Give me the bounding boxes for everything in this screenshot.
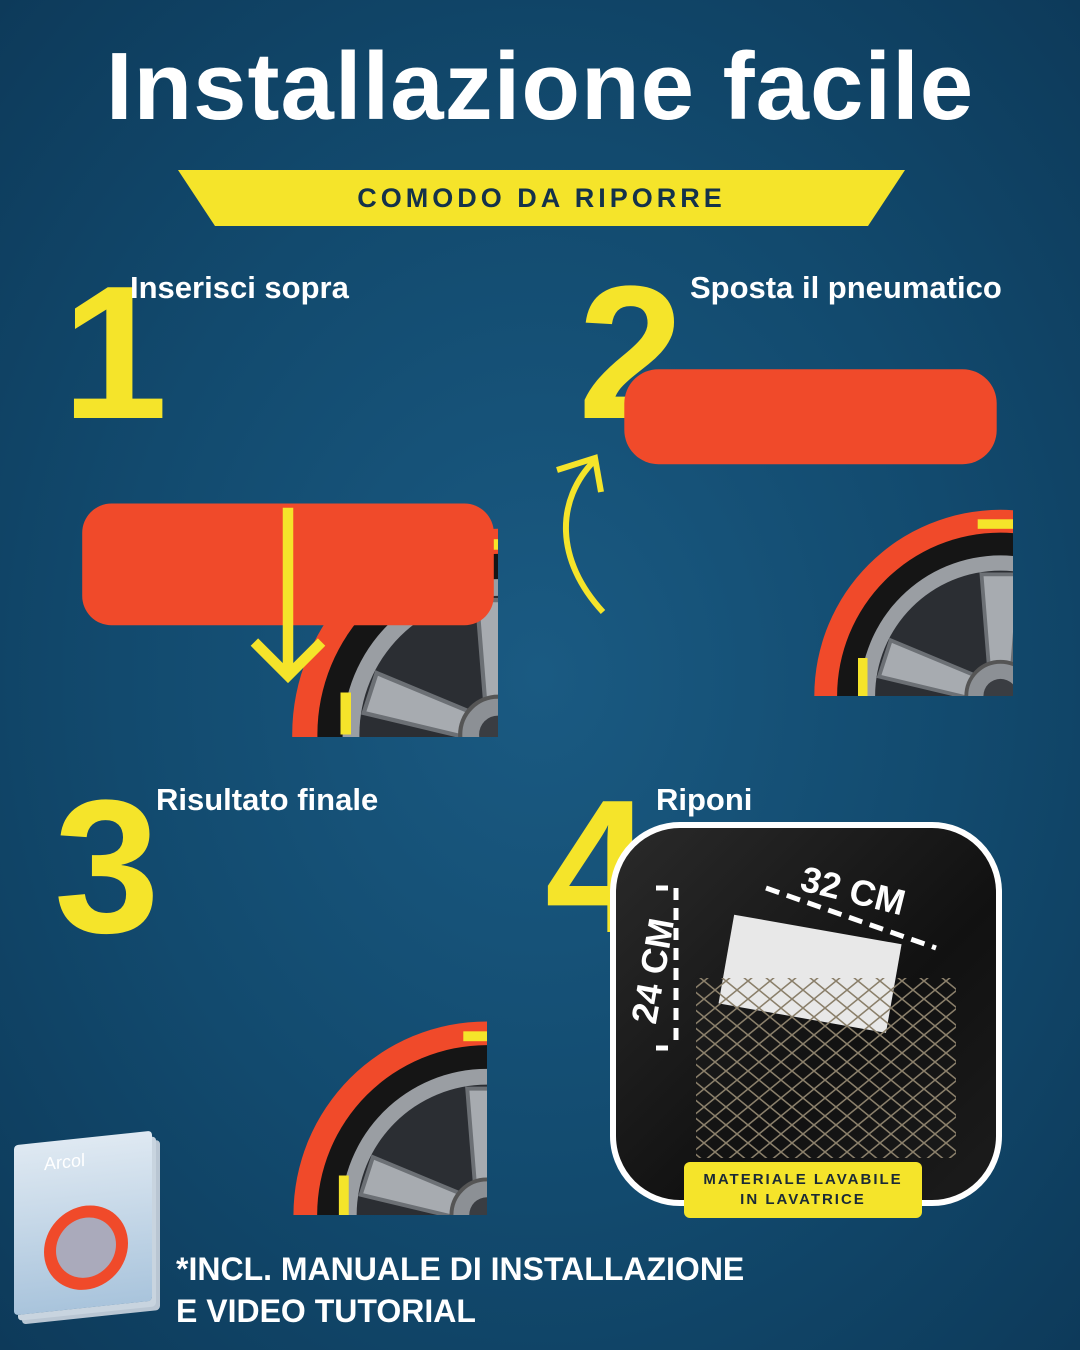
banner: COMODO DA RIPORRE bbox=[178, 170, 905, 226]
footer-note: *INCL. MANUALE DI INSTALLAZIONE E VIDEO … bbox=[176, 1248, 744, 1332]
page-title: Installazione facile bbox=[105, 33, 975, 140]
step-number-1: 1 bbox=[62, 247, 168, 459]
manual-cover: Arcol bbox=[44, 1150, 128, 1290]
storage-photo bbox=[610, 822, 1002, 1206]
storage-net bbox=[656, 885, 956, 1158]
footer-line-1: *INCL. MANUALE DI INSTALLAZIONE bbox=[176, 1251, 745, 1287]
washable-line-1: MATERIALE LAVABILE bbox=[703, 1171, 903, 1188]
washable-line-2: IN LAVATRICE bbox=[740, 1191, 866, 1208]
arrow-down-icon bbox=[250, 507, 326, 684]
arrow-up-icon bbox=[556, 454, 606, 615]
washable-badge: MATERIALE LAVABILE IN LAVATRICE bbox=[684, 1162, 922, 1218]
banner-text: COMODO DA RIPORRE bbox=[357, 183, 726, 213]
manual-booklet-image: Arcol bbox=[14, 1130, 152, 1316]
banner-shape bbox=[178, 170, 905, 226]
wheel-step-2 bbox=[624, 369, 1013, 696]
sock-fabric bbox=[624, 369, 997, 465]
step-number-3: 3 bbox=[54, 761, 160, 973]
footer-line-2: E VIDEO TUTORIAL bbox=[176, 1293, 476, 1329]
step-label-2: Sposta il pneumatico bbox=[690, 270, 1002, 305]
step-label-4: Riponi bbox=[656, 782, 753, 817]
wheel-step-1 bbox=[82, 503, 498, 737]
step-label-3: Risultato finale bbox=[156, 782, 379, 817]
step-label-1: Inserisci sopra bbox=[130, 270, 349, 305]
svg-text:Arcol: Arcol bbox=[44, 1150, 85, 1174]
